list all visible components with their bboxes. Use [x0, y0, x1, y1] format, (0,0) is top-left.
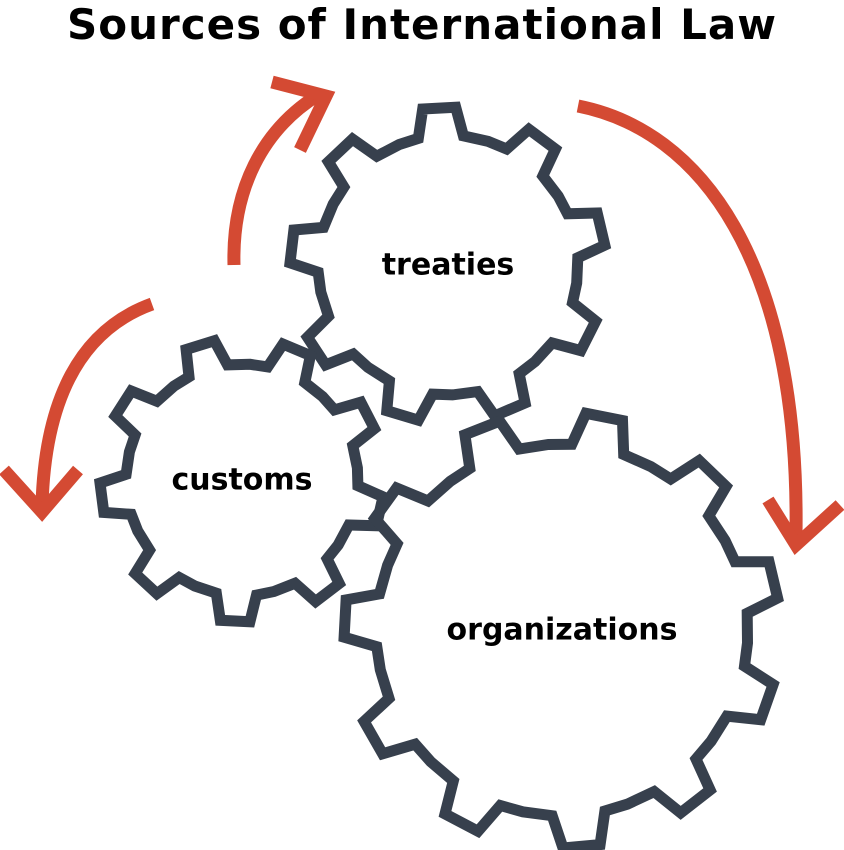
arrow-top: [227, 75, 336, 266]
arrow-shaft: [35, 297, 155, 506]
arrow-shaft: [227, 89, 322, 266]
arrowhead-icon: [0, 465, 83, 522]
gear-label-treaties: treaties: [381, 247, 515, 283]
cycle-arrows: [0, 75, 844, 556]
arrowhead-icon: [270, 75, 336, 153]
gears: [93, 101, 784, 850]
arrow-right: [576, 99, 844, 556]
gear-label-organizations: organizations: [446, 612, 678, 648]
gear-customs-icon: [93, 334, 390, 628]
gear-organizations-icon: [338, 407, 784, 850]
gear-treaties-icon: [284, 101, 612, 427]
arrowhead-icon: [762, 496, 844, 556]
arrow-shaft: [576, 99, 803, 536]
gear-label-customs: customs: [171, 462, 313, 498]
diagram-title: Sources of International Law: [66, 0, 777, 49]
arrow-left: [0, 297, 155, 522]
